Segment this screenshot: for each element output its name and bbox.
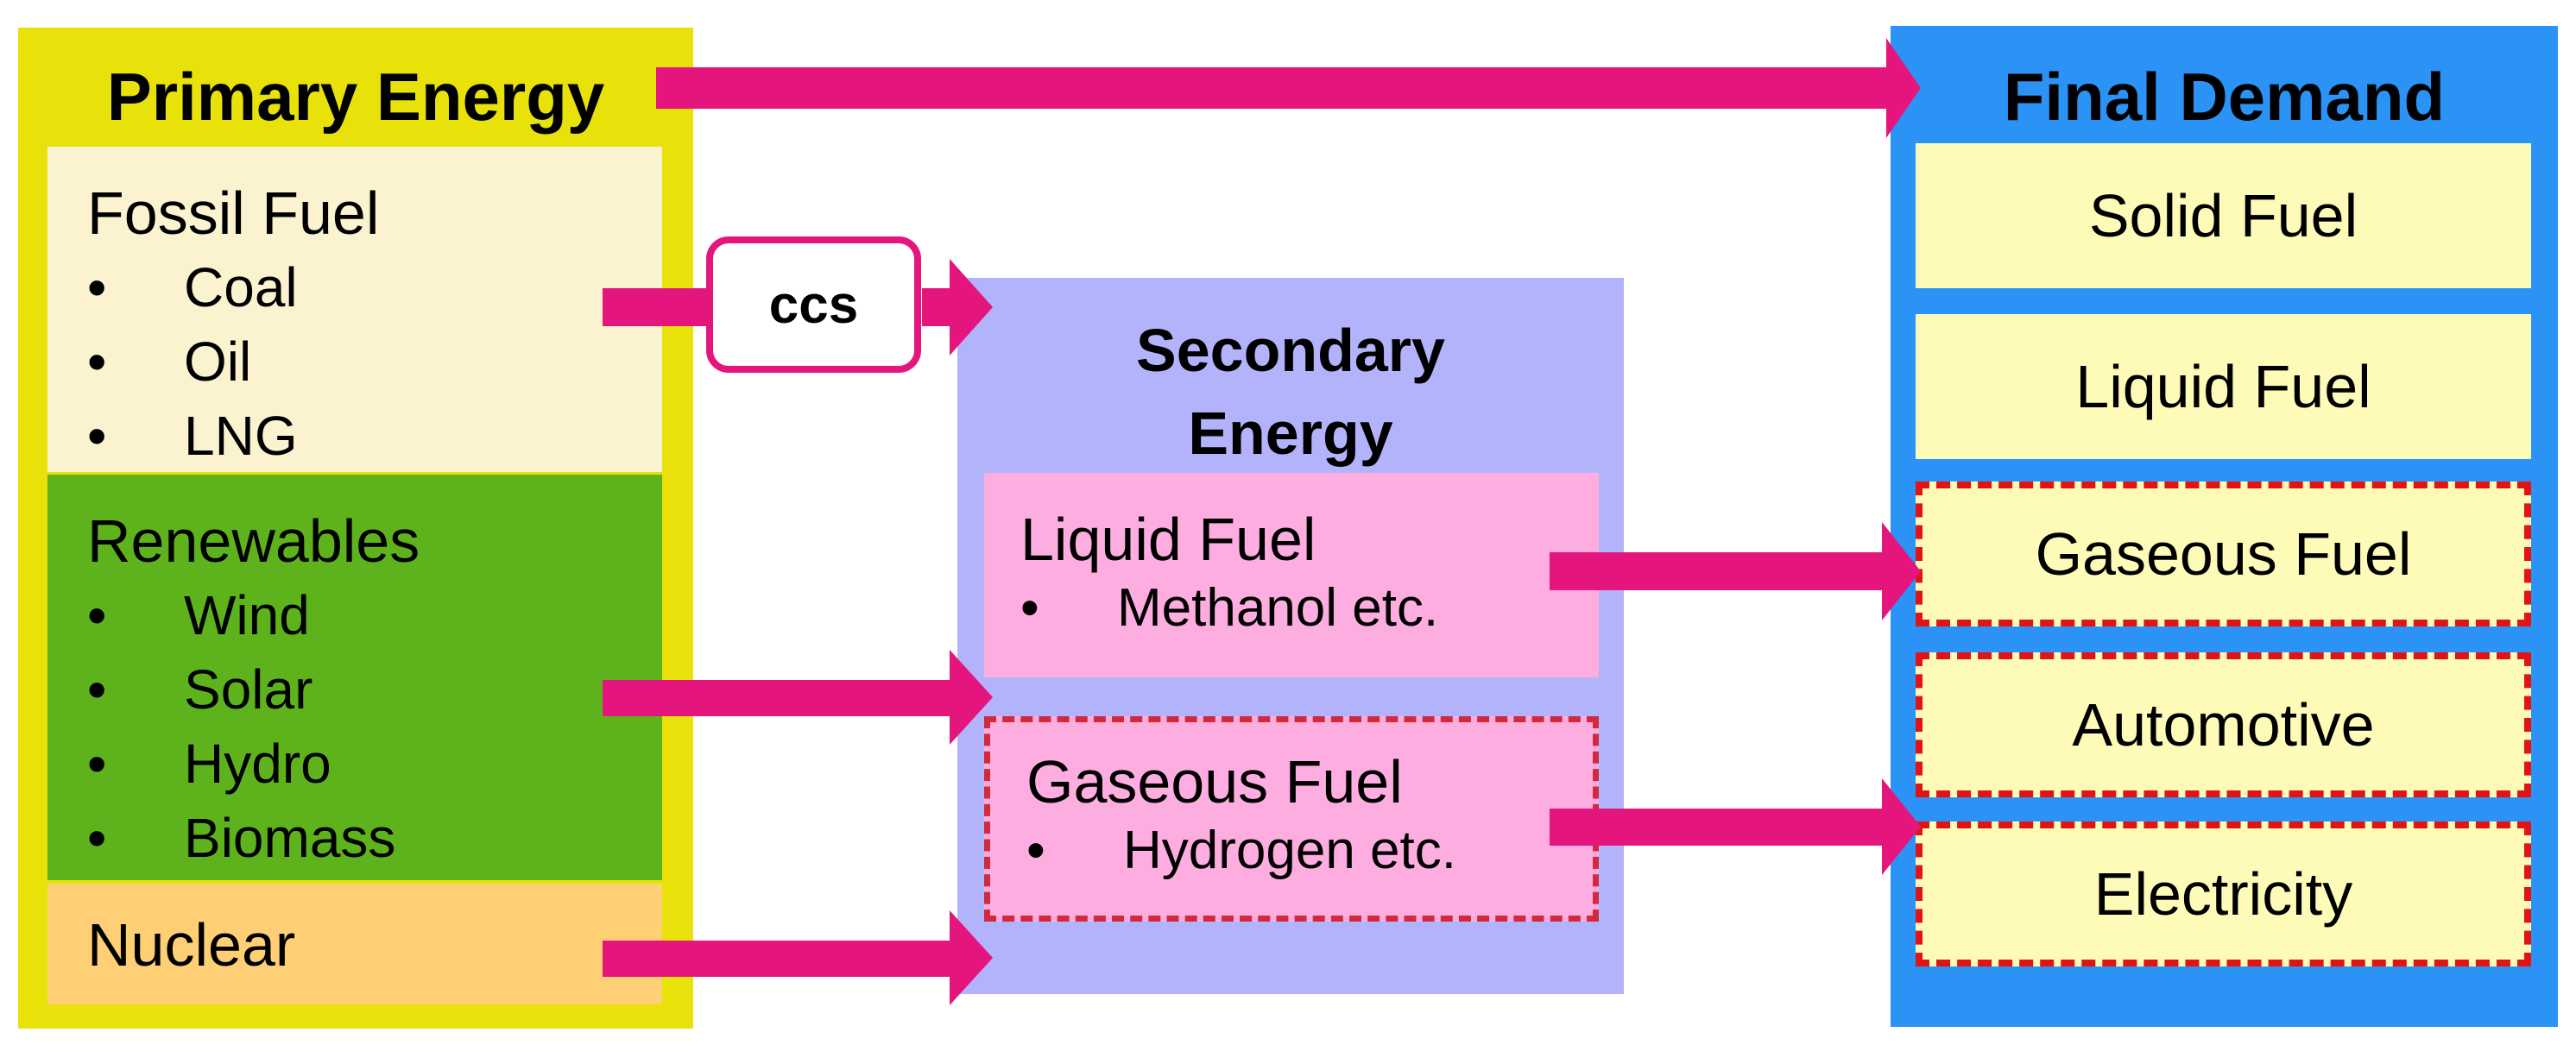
fossil-item-oil: Oil [184, 330, 252, 393]
secondary-title-line2: Energy [1188, 400, 1393, 467]
final-automotive-box: Automotive [1916, 652, 2531, 797]
bullet: • [87, 330, 107, 393]
fossil-fuel-box: Fossil Fuel • Coal • Oil • LNG [47, 147, 662, 472]
secondary-title-line1: Secondary [1136, 317, 1445, 384]
bullet: • [87, 584, 107, 646]
list-item: • Oil [87, 324, 662, 399]
secondary-liquid-fuel-title: Liquid Fuel [1020, 506, 1316, 573]
arrow-fossil-to-ccs [603, 288, 708, 326]
renewables-item-wind: Wind [184, 584, 310, 646]
secondary-energy-title: Secondary Energy [957, 309, 1624, 475]
list-item: • LNG [87, 399, 662, 473]
final-demand-title: Final Demand [2003, 58, 2446, 135]
nuclear-box: Nuclear [47, 884, 662, 1004]
final-gaseous-fuel-box: Gaseous Fuel [1916, 482, 2531, 626]
renewables-box: Renewables • Wind • Solar • Hydro • Biomass [47, 475, 662, 880]
secondary-liquid-fuel-box: Liquid Fuel •Methanol etc. [984, 473, 1599, 677]
secondary-gaseous-item: Hydrogen etc. [1123, 821, 1456, 880]
final-solid-fuel-box: Solid Fuel [1916, 143, 2531, 288]
fossil-item-lng: LNG [184, 405, 298, 467]
bullet: • [1026, 821, 1045, 880]
nuclear-title: Nuclear [87, 911, 296, 979]
renewables-item-hydro: Hydro [184, 733, 331, 795]
bullet: • [87, 658, 107, 721]
primary-energy-title: Primary Energy [106, 58, 605, 135]
bullet: • [87, 807, 107, 869]
fossil-item-coal: Coal [184, 256, 298, 318]
arrow-ccs-to-secondary [922, 259, 993, 356]
secondary-gaseous-fuel-box: Gaseous Fuel • Hydrogen etc. [984, 716, 1599, 922]
renewables-item-solar: Solar [184, 658, 313, 721]
arrow-gaseous-to-final [1550, 778, 1921, 875]
list-item: • Wind [87, 578, 662, 652]
list-item: • Solar [87, 652, 662, 727]
renewables-title: Renewables [87, 507, 420, 575]
list-item: • Biomass [87, 801, 662, 875]
secondary-liquid-item: Methanol etc. [1117, 578, 1439, 638]
list-item: •Methanol etc. [1020, 582, 1599, 635]
arrow-liquid-to-final [1550, 522, 1921, 620]
bullet: • [1020, 578, 1039, 638]
arrow-nuclear-to-secondary [603, 910, 993, 1005]
ccs-box: ccs [706, 236, 921, 373]
fossil-fuel-list: • Coal • Oil • LNG [87, 250, 662, 473]
renewables-item-biomass: Biomass [184, 807, 396, 869]
list-item: • Hydrogen etc. [1026, 824, 1593, 878]
list-item: • Coal [87, 250, 662, 324]
bullet: • [87, 405, 107, 467]
secondary-gaseous-fuel-title: Gaseous Fuel [1026, 748, 1403, 815]
fossil-fuel-title: Fossil Fuel [87, 179, 380, 247]
arrow-renewables-to-secondary [603, 650, 993, 745]
bullet: • [87, 733, 107, 795]
final-electricity-box: Electricity [1916, 822, 2531, 966]
arrow-primary-to-final [656, 38, 1921, 138]
renewables-list: • Wind • Solar • Hydro • Biomass [87, 578, 662, 875]
bullet: • [87, 256, 107, 318]
final-liquid-fuel-box: Liquid Fuel [1916, 314, 2531, 459]
list-item: • Hydro [87, 727, 662, 801]
